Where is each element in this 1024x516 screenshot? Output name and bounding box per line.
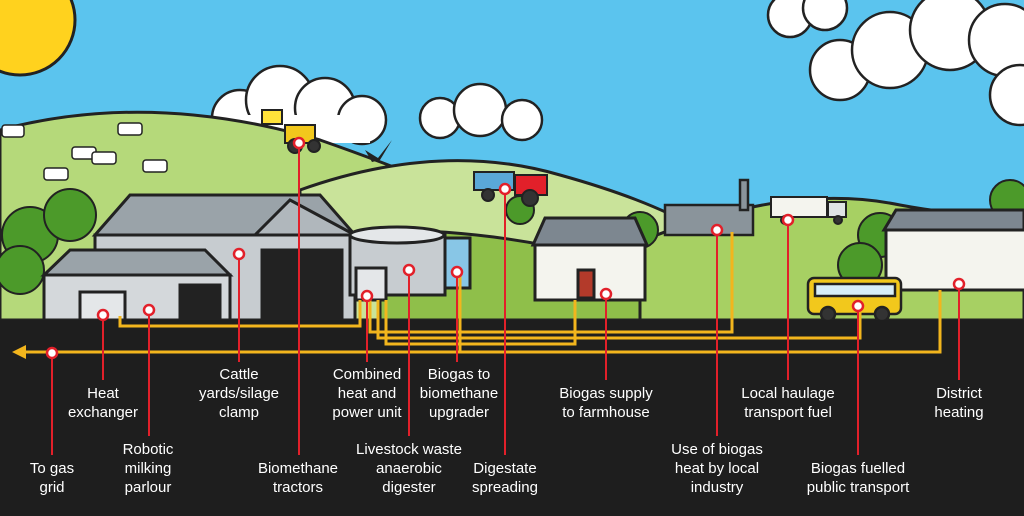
marker-to-gas-grid	[45, 346, 59, 360]
label-local-haulage-transport-fuel: Local haulage transport fuel	[741, 385, 835, 421]
cows	[1, 122, 168, 181]
cloud	[766, 0, 1024, 127]
terrace-houses	[881, 208, 1024, 292]
marker-combined-heat-power-unit	[360, 289, 374, 303]
marker-biomethane-tractors	[292, 136, 306, 150]
farmhouse	[530, 216, 650, 302]
label-livestock-waste-anaerobic-digester: Livestock waste anaerobic digester	[356, 441, 462, 496]
cattle-barn	[40, 193, 359, 322]
marker-cattle-yards-silage-clamp	[232, 247, 246, 261]
bus	[806, 276, 903, 323]
label-biogas-supply-to-farmhouse: Biogas supply to farmhouse	[559, 385, 653, 421]
cloud	[418, 82, 544, 142]
bird	[365, 140, 392, 162]
label-heat-exchanger: Heat exchanger	[67, 385, 139, 421]
marker-local-haulage-transport-fuel	[781, 213, 795, 227]
markers	[45, 136, 966, 455]
gas-pipes	[22, 232, 942, 354]
label-biogas-to-biomethane-upgrader: Biogas to biomethane upgrader	[419, 366, 499, 421]
marker-biogas-supply-to-farmhouse	[599, 287, 613, 301]
marker-livestock-waste-anaerobic-digester	[402, 263, 416, 277]
sun	[0, 0, 77, 77]
label-digestate-spreading: Digestate spreading	[472, 460, 538, 496]
marker-digestate-spreading	[498, 182, 512, 196]
label-biogas-fuelled-public-transport: Biogas fuelled public transport	[806, 460, 910, 496]
label-combined-heat-power-unit: Combined heat and power unit	[332, 366, 402, 421]
marker-robotic-milking-parlour	[142, 303, 156, 317]
label-district-heating: District heating	[934, 385, 984, 421]
marker-biogas-to-biomethane-upgrader	[450, 265, 464, 279]
label-biomethane-tractors: Biomethane tractors	[257, 460, 339, 496]
marker-biogas-fuelled-public-transport	[851, 299, 865, 313]
marker-heat-exchanger	[96, 308, 110, 322]
marker-use-of-biogas-heat-by-local-industry	[710, 223, 724, 237]
gas-grid-arrow	[12, 345, 26, 359]
label-use-of-biogas-heat-by-local-industry: Use of biogas heat by local industry	[671, 441, 763, 496]
factory	[663, 178, 755, 237]
marker-district-heating	[952, 277, 966, 291]
tractor-spreader	[473, 171, 548, 207]
label-robotic-milking-parlour: Robotic milking parlour	[122, 441, 174, 496]
label-to-gas-grid: To gas grid	[29, 460, 75, 496]
label-cattle-yards-silage-clamp: Cattle yards/silage clamp	[198, 366, 280, 421]
